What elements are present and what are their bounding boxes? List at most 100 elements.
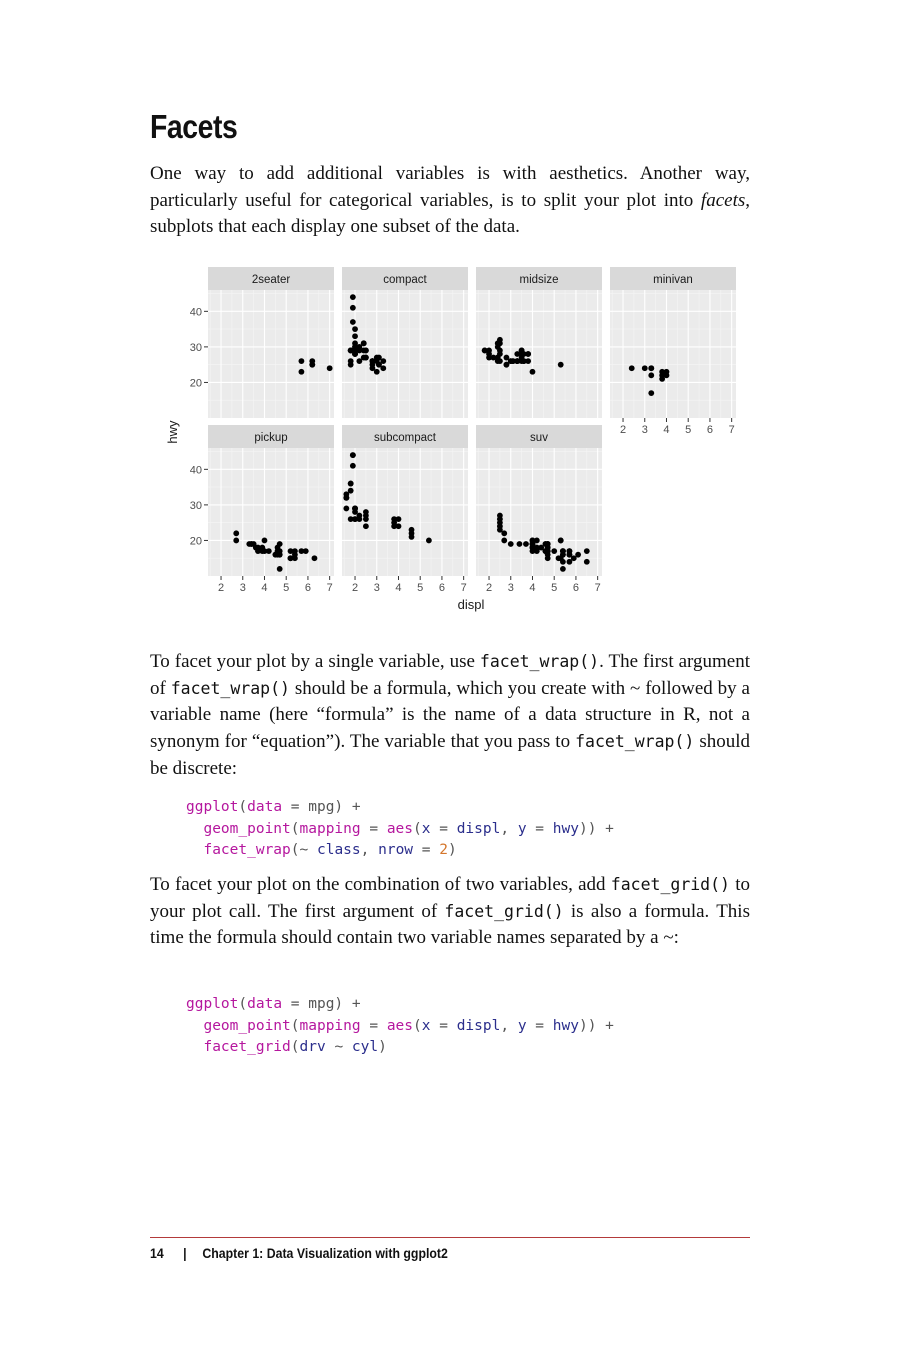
data-point [503, 354, 510, 361]
x-tick-label: 6 [707, 424, 713, 436]
data-point [529, 537, 536, 544]
x-tick-label: 3 [508, 582, 514, 594]
data-point [246, 541, 253, 547]
code-block-facet-grid: ggplot(data = mpg) + geom_point(mapping … [186, 994, 614, 1059]
x-tick-label: 3 [240, 582, 246, 594]
x-tick-label: 5 [685, 424, 691, 436]
x-tick-label: 4 [663, 424, 669, 436]
x-tick-label: 3 [374, 582, 380, 594]
data-point [496, 512, 503, 519]
x-tick-label: 6 [573, 582, 579, 594]
x-tick-label: 4 [529, 582, 535, 594]
data-point [352, 516, 358, 523]
data-point [555, 555, 562, 562]
inline-code-facet-wrap: facet_wrap() [479, 652, 600, 671]
x-tick-label: 7 [729, 424, 735, 436]
data-point [408, 526, 415, 533]
intro-paragraph: One way to add additional variables is w… [150, 161, 750, 241]
code-line: ggplot(data = mpg) + [186, 799, 361, 815]
data-point [501, 537, 508, 544]
x-tick-label: 2 [218, 582, 224, 594]
data-point [362, 509, 369, 515]
facet-wrap-paragraph: To facet your plot by a single variable,… [150, 649, 750, 783]
y-tick-label: 40 [190, 306, 202, 318]
data-point [326, 365, 333, 372]
page-number: 14 [150, 1245, 164, 1261]
section-heading: Facets [150, 108, 238, 145]
facet-panel-bg [342, 448, 468, 576]
data-point [641, 365, 648, 372]
facet-strip [476, 425, 602, 448]
data-point [356, 343, 363, 350]
para2-text-2: . The first argument of [150, 651, 750, 699]
y-tick-label: 30 [190, 500, 202, 512]
facet-panel-midsize: midsize [476, 267, 602, 418]
chapter-title: Chapter 1: Data Visualization with ggplo… [202, 1245, 448, 1261]
data-point [287, 555, 294, 562]
data-point [347, 480, 354, 487]
data-point [496, 526, 503, 533]
data-point [395, 523, 402, 530]
data-point [347, 361, 354, 368]
x-tick-label: 7 [595, 582, 601, 594]
data-point [259, 544, 266, 551]
data-point [486, 347, 492, 354]
data-point [583, 558, 590, 565]
data-point [529, 544, 536, 551]
x-tick-label: 6 [305, 582, 311, 594]
data-point [373, 354, 380, 361]
facet-strip-label: minivan [653, 274, 693, 286]
para3-text-2: to your plot call. The first argument of [150, 874, 750, 922]
data-point [360, 347, 367, 354]
data-point [349, 452, 356, 459]
data-point [349, 304, 356, 311]
data-point [503, 361, 510, 368]
inline-code-facet-wrap: facet_wrap() [575, 732, 695, 752]
data-point [501, 530, 508, 537]
data-point [507, 541, 514, 547]
data-point [311, 555, 318, 562]
y-tick-label: 40 [190, 464, 202, 476]
data-point [356, 512, 363, 519]
data-point [559, 565, 566, 572]
data-point [349, 462, 356, 469]
code-line: facet_wrap(~ class, nrow = 2) [203, 842, 457, 858]
data-point [352, 326, 358, 333]
data-point [233, 537, 240, 544]
data-point [583, 548, 590, 555]
data-point [298, 548, 305, 555]
data-point [523, 541, 529, 547]
data-point [648, 390, 655, 397]
y-tick-label: 20 [190, 377, 202, 389]
data-point [507, 358, 514, 365]
data-point [298, 368, 305, 375]
facet-strip-label: midsize [520, 274, 559, 286]
data-point [518, 358, 525, 365]
code-line: geom_point(mapping = aes(x = displ, y = … [203, 820, 614, 837]
data-point [659, 368, 666, 375]
code-block-facet-wrap: ggplot(data = mpg) + geom_point(mapping … [186, 797, 614, 862]
data-point [481, 347, 488, 354]
facet-strip [610, 267, 736, 290]
facet-panel-compact: compact [342, 267, 468, 418]
facet-strip [208, 425, 334, 448]
data-point [496, 351, 503, 357]
facet-strip-label: suv [530, 432, 548, 444]
para2-text-1: To facet your plot by a single variable,… [150, 651, 480, 672]
data-point [391, 523, 398, 530]
data-point [570, 555, 577, 562]
data-point [360, 340, 367, 347]
data-point [559, 548, 566, 555]
x-tick-label: 4 [261, 582, 267, 594]
data-point [557, 361, 564, 368]
data-point [343, 505, 350, 512]
data-point [343, 494, 350, 501]
intro-emphasis: facets [700, 189, 746, 211]
code-line: ggplot(data = mpg) + [186, 996, 361, 1012]
x-axis-title: displ [458, 597, 485, 612]
